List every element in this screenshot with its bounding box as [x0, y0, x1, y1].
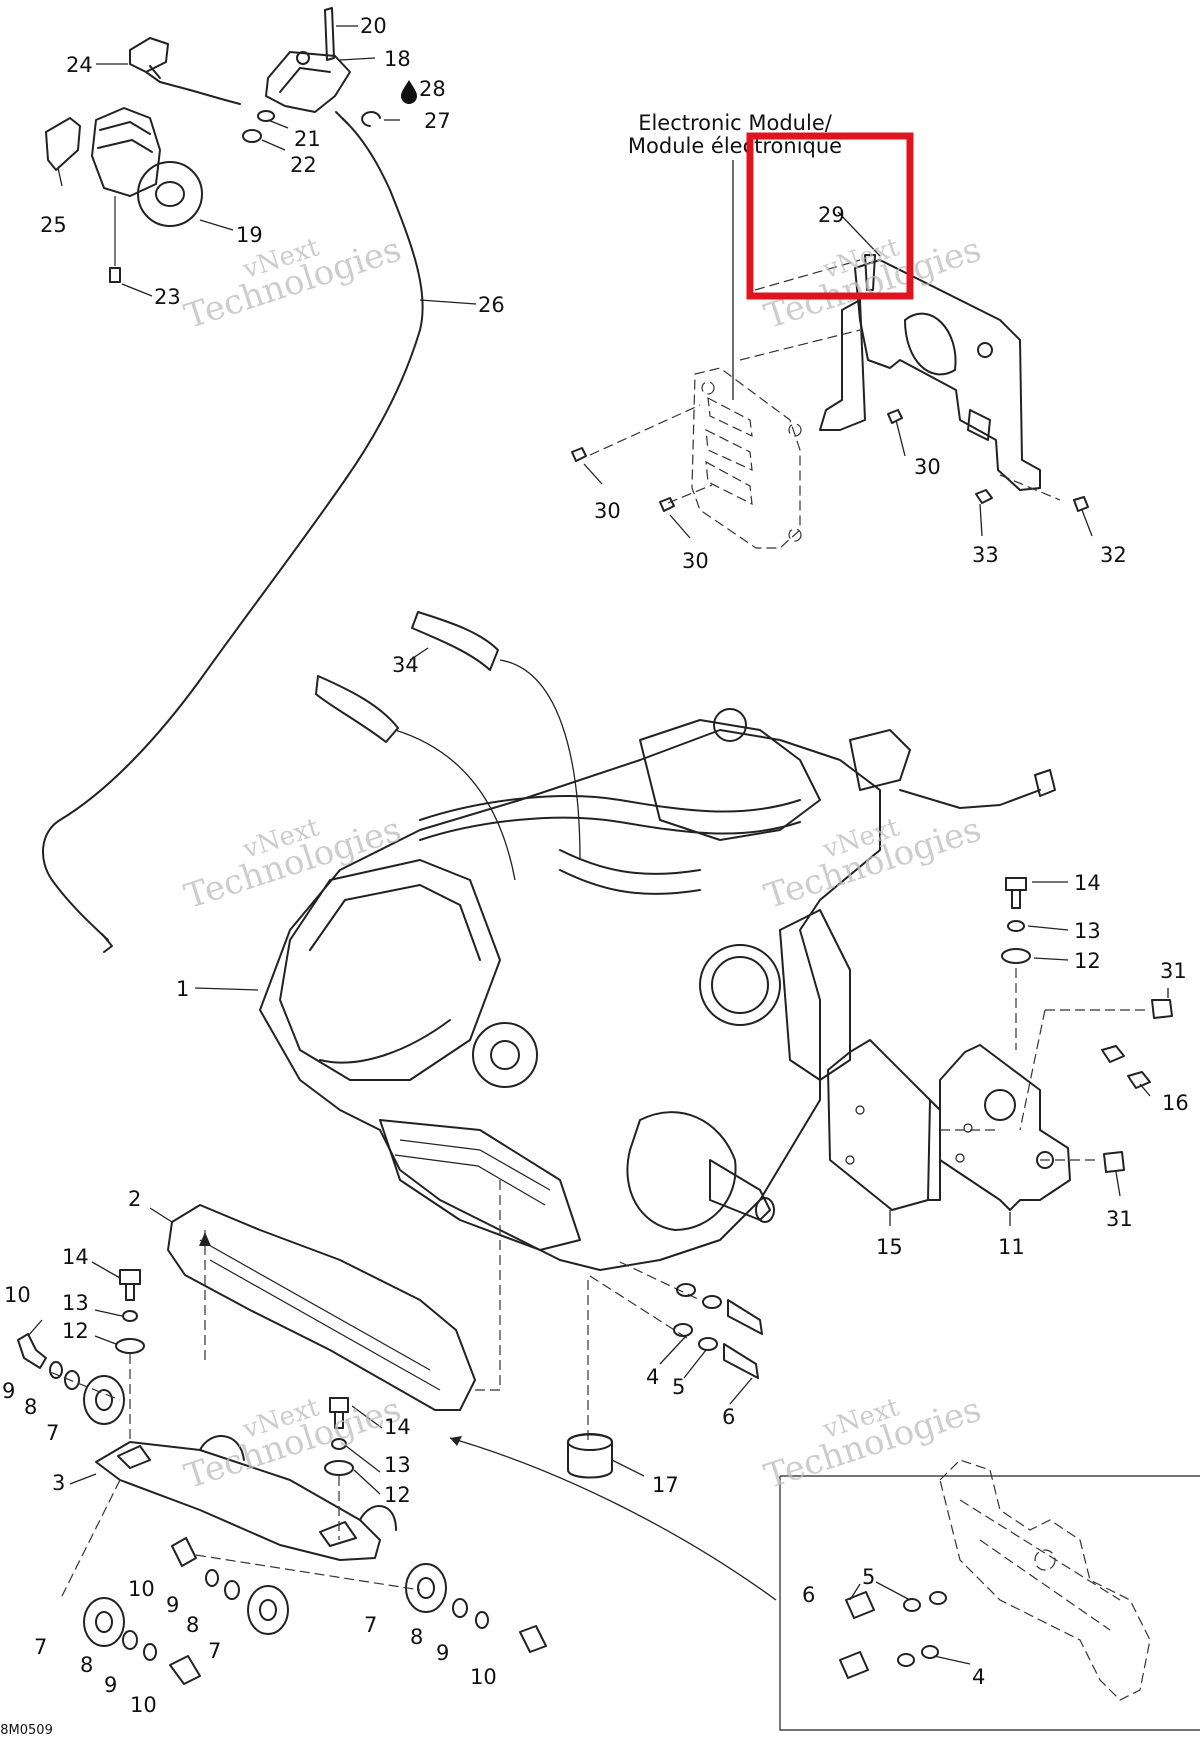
callout-6-center: 6 — [722, 1405, 735, 1429]
callout-9-mid: 9 — [166, 1593, 179, 1617]
part-19-sensor — [91, 107, 203, 227]
callout-labels: 20 24 18 28 27 21 22 25 19 23 26 29 30 3… — [0, 14, 1189, 1738]
part-23-screw — [109, 267, 121, 283]
part-26-cable — [41, 117, 424, 941]
callout-3: 3 — [52, 1471, 65, 1495]
part-8-9-washers — [49, 1361, 489, 1661]
callout-9-top: 9 — [2, 1379, 15, 1403]
part-27-clip — [361, 111, 381, 127]
callout-14-right: 14 — [1074, 871, 1101, 895]
highlight-box — [746, 132, 914, 300]
callout-24: 24 — [66, 53, 93, 77]
part-22-washer — [242, 129, 262, 143]
callout-11: 11 — [998, 1235, 1025, 1259]
drawing-code: 08M0509 — [0, 1723, 53, 1738]
part-28-fluid-drop-icon — [401, 80, 417, 104]
callout-31-bottom: 31 — [1106, 1207, 1133, 1231]
callout-12-left: 12 — [62, 1319, 89, 1343]
callout-14-left: 14 — [62, 1245, 89, 1269]
callout-7-bottom: 7 — [34, 1635, 47, 1659]
module-mounting-bracket — [819, 259, 1041, 491]
callout-29: 29 — [818, 203, 845, 227]
callout-30-bottom: 30 — [682, 549, 709, 573]
callout-5-inset: 5 — [862, 1565, 875, 1589]
callout-32: 32 — [1100, 543, 1127, 567]
part-15-rubber-pad — [827, 1039, 931, 1211]
callout-8-mid: 8 — [186, 1613, 199, 1637]
lower-center-fasteners — [567, 1261, 763, 1479]
callout-25: 25 — [40, 213, 67, 237]
callout-12-mid: 12 — [384, 1483, 411, 1507]
part-2-heat-shield — [167, 1204, 476, 1411]
callout-14-mid: 14 — [384, 1415, 411, 1439]
part-24-connector — [129, 37, 241, 105]
part-30-screws — [571, 409, 903, 512]
part-20-bolt — [324, 7, 335, 61]
part-25-clip — [45, 117, 81, 171]
callout-13-mid: 13 — [384, 1453, 411, 1477]
callout-leaders — [27, 25, 1169, 1665]
callout-10-right: 10 — [470, 1665, 497, 1689]
callout-8-right: 8 — [410, 1625, 423, 1649]
part-11-bracket — [939, 1044, 1071, 1211]
callout-17: 17 — [652, 1473, 679, 1497]
callout-2: 2 — [128, 1187, 141, 1211]
callout-22: 22 — [290, 153, 317, 177]
callout-13-right: 13 — [1074, 919, 1101, 943]
part-33-nut — [975, 489, 993, 504]
part-17-puck — [567, 1433, 613, 1479]
callout-16: 16 — [1162, 1091, 1189, 1115]
callout-31-top: 31 — [1160, 959, 1187, 983]
callout-12-right: 12 — [1074, 949, 1101, 973]
right-engine-mount — [827, 877, 1173, 1211]
callout-20: 20 — [360, 14, 387, 38]
callout-9-bottom: 9 — [104, 1673, 117, 1697]
part-34-hose-upper — [411, 611, 499, 671]
module-label-line1: Electronic Module/ — [638, 111, 833, 135]
callout-15: 15 — [876, 1235, 903, 1259]
callout-30-right: 30 — [914, 455, 941, 479]
part-29-screw — [864, 254, 876, 291]
electronic-module-group: Electronic Module/ Module électronique — [571, 111, 1089, 549]
callout-9-right: 9 — [436, 1641, 449, 1665]
callout-10-mid: 10 — [128, 1577, 155, 1601]
callout-4-inset: 4 — [972, 1665, 985, 1689]
callout-30-left: 30 — [594, 499, 621, 523]
callout-7-top: 7 — [46, 1421, 59, 1445]
callout-33: 33 — [972, 543, 999, 567]
part-10-bolts — [17, 1333, 547, 1685]
callout-7-mid: 7 — [208, 1639, 221, 1663]
callout-23: 23 — [154, 285, 181, 309]
detail-inset — [779, 1459, 1200, 1731]
engine-block — [259, 611, 1056, 1271]
callout-6-inset: 6 — [802, 1583, 815, 1607]
front-engine-mount — [17, 1180, 777, 1685]
callout-26: 26 — [478, 293, 505, 317]
callout-28: 28 — [419, 77, 446, 101]
part-7-bushings — [83, 1375, 447, 1647]
part-21-washer — [257, 110, 275, 122]
electronic-module — [691, 367, 802, 549]
callout-18: 18 — [384, 47, 411, 71]
callout-10-bottom: 10 — [130, 1693, 157, 1717]
part-34-hose-lower — [315, 675, 399, 743]
sensor-assembly — [41, 7, 424, 953]
callout-34: 34 — [392, 653, 419, 677]
callout-27: 27 — [424, 109, 451, 133]
callout-10-top: 10 — [4, 1283, 31, 1307]
callout-19: 19 — [236, 223, 263, 247]
part-3-rail — [95, 1441, 381, 1561]
part-32-screw — [1073, 496, 1089, 512]
callout-5-center: 5 — [672, 1375, 685, 1399]
callout-4-center: 4 — [646, 1365, 659, 1389]
callout-13-left: 13 — [62, 1291, 89, 1315]
callout-21: 21 — [294, 127, 321, 151]
callout-8-bottom: 8 — [80, 1653, 93, 1677]
part-18-bracket — [265, 51, 351, 113]
callout-7-right: 7 — [364, 1613, 377, 1637]
callout-8-top: 8 — [24, 1395, 37, 1419]
callout-1: 1 — [176, 977, 189, 1001]
